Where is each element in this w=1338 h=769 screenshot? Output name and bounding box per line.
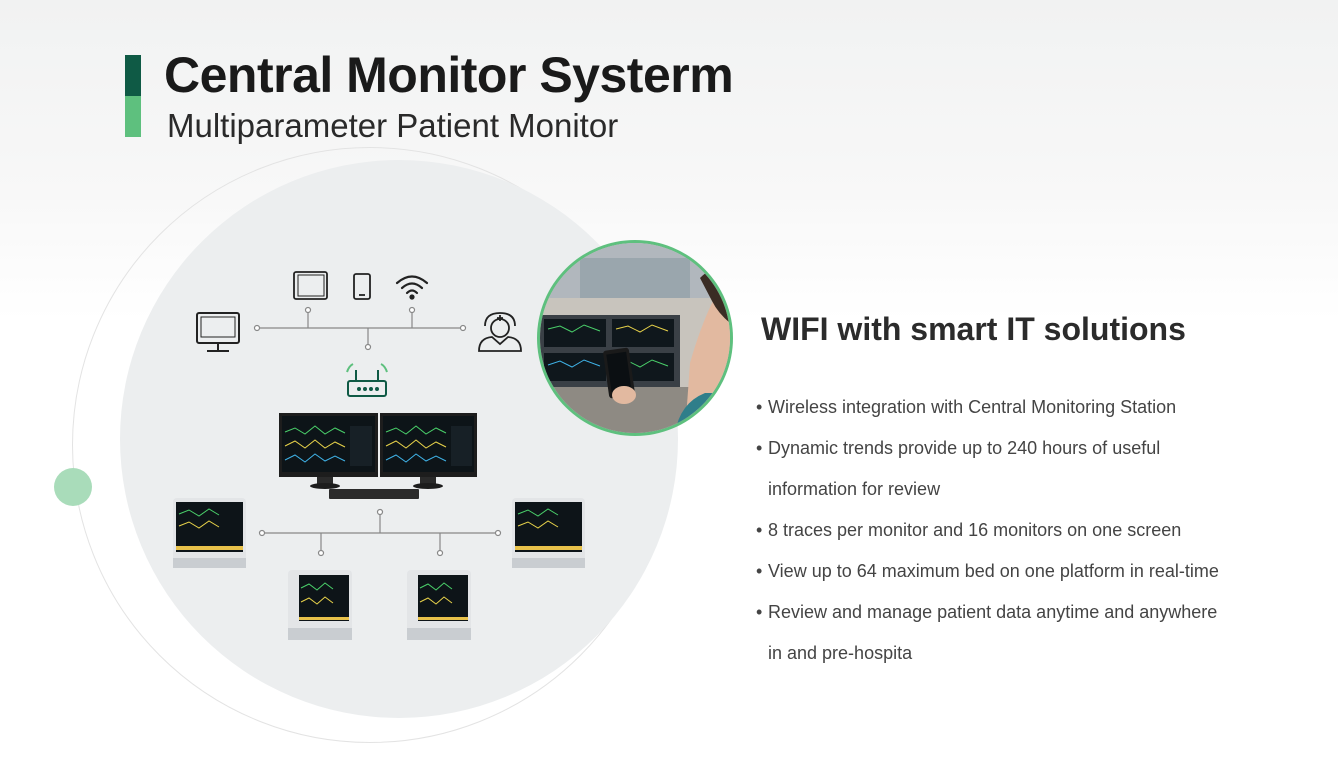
feature-text: in and pre-hospita: [768, 643, 913, 663]
nurse-with-phone-illustration: [540, 243, 730, 433]
list-item: •Dynamic trends provide up to 240 hours …: [756, 428, 1316, 469]
bullet: •: [756, 561, 763, 581]
feature-text: View up to 64 maximum bed on one platfor…: [768, 561, 1219, 581]
patient-monitor-icon: [288, 570, 352, 640]
router-icon: [346, 363, 388, 397]
section-heading: WIFI with smart IT solutions: [761, 311, 1186, 347]
feature-text: Review and manage patient data anytime a…: [768, 602, 1218, 622]
keyboard-icon: [329, 489, 419, 499]
feature-list: •Wireless integration with Central Monit…: [756, 387, 1316, 674]
bullet: •: [756, 602, 763, 622]
list-item-continuation: information for review: [756, 469, 1316, 510]
list-item: •8 traces per monitor and 16 monitors on…: [756, 510, 1316, 551]
tablet-icon: [293, 271, 328, 300]
phone-icon: [353, 273, 371, 300]
bullet: •: [756, 520, 763, 540]
list-item: •Wireless integration with Central Monit…: [756, 387, 1316, 428]
patient-monitor-icon: [512, 498, 585, 568]
central-station-icon: [279, 413, 477, 489]
patient-monitor-icon: [407, 570, 471, 640]
feature-text: Dynamic trends provide up to 240 hours o…: [768, 438, 1161, 458]
wifi-icon: [395, 275, 429, 300]
page-subtitle: Multiparameter Patient Monitor: [167, 107, 619, 144]
feature-text: Wireless integration with Central Monito…: [768, 397, 1177, 417]
desktop-monitor-icon: [196, 312, 240, 352]
title-accent-bar-light: [125, 96, 141, 137]
patient-monitor-icon: [173, 498, 246, 568]
list-item: •Review and manage patient data anytime …: [756, 592, 1316, 633]
nurse-with-phone-photo: [540, 243, 730, 433]
title-accent-bar-dark: [125, 55, 141, 96]
list-item-continuation: in and pre-hospita: [756, 633, 1316, 674]
nurse-icon: [478, 312, 522, 352]
list-item: •View up to 64 maximum bed on one platfo…: [756, 551, 1316, 592]
bullet: •: [756, 438, 763, 458]
page-title: Central Monitor Systerm: [164, 47, 734, 103]
decorative-green-dot: [54, 468, 92, 506]
feature-text: information for review: [768, 479, 941, 499]
feature-text: 8 traces per monitor and 16 monitors on …: [768, 520, 1182, 540]
bullet: •: [756, 397, 763, 417]
